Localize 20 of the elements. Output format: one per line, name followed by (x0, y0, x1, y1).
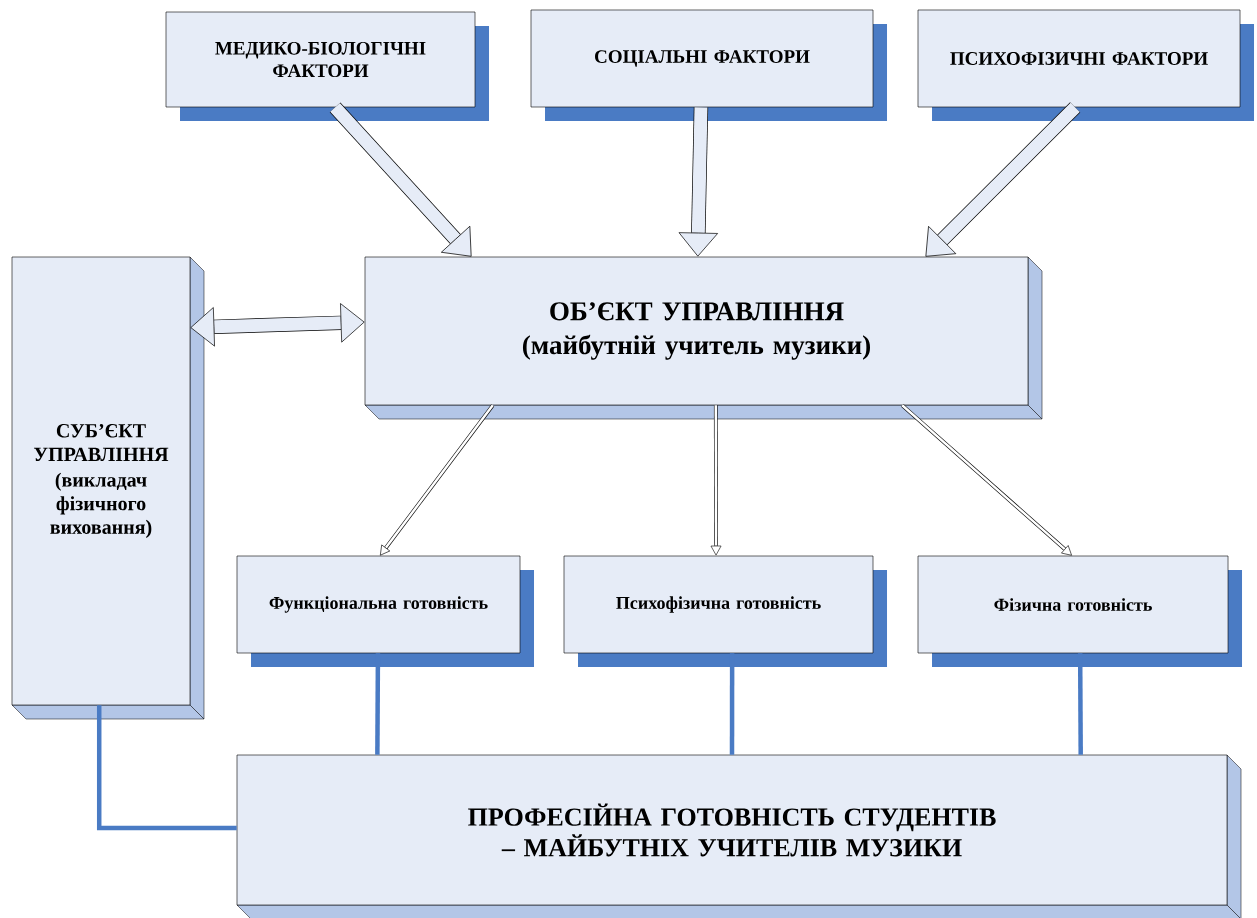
box: СОЦІАЛЬНІ ФАКТОРИ (530, 9, 887, 121)
box: Фізична готовність (917, 555, 1242, 667)
box-3d: СУБ’ЄКТ УПРАВЛІННЯ (викладач фізичного виховання) (11, 256, 205, 720)
arrow (380, 404, 495, 556)
box: МЕДИКО-БІОЛОГІЧНІ ФАКТОРИ (165, 11, 489, 121)
box: ПСИХОФІЗИЧНІ ФАКТОРИ (917, 9, 1254, 121)
arrow (901, 403, 1072, 556)
arrow (329, 102, 472, 257)
box-3d: ПРОФЕСІЙНА ГОТОВНІСТЬ СТУДЕНТІВ – МАЙБУТНІХ УЧИТЕЛІВ МУЗИКИ (236, 754, 1242, 918)
arrow (190, 303, 365, 347)
arrow (925, 102, 1081, 257)
box: Функціональна готовність (236, 555, 534, 667)
connector-line (729, 653, 735, 755)
box-3d: ОБ’ЄКТ УПРАВЛІННЯ (майбутній учитель музики) (364, 256, 1043, 420)
arrow (710, 405, 722, 556)
connector-line (1077, 653, 1083, 755)
connector-line (375, 653, 381, 755)
arrow (678, 107, 718, 257)
connector-line (96, 705, 237, 831)
box: Психофізична готовність (563, 555, 887, 667)
